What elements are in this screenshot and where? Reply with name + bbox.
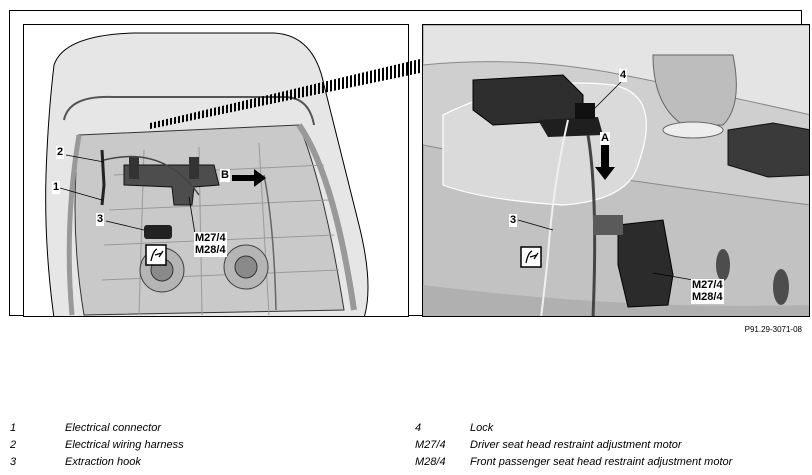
callout-m28-4-detail: M28/4: [691, 291, 724, 304]
callout-2: 2: [56, 146, 65, 159]
callout-1: 1: [52, 181, 61, 194]
legend-right: 4 Lock M27/4 Driver seat head restraint …: [415, 420, 732, 471]
legend-number: 2: [10, 439, 17, 451]
zoom-connector-band: [150, 59, 420, 129]
figure-reference-code: P91.29-3071-08: [744, 325, 802, 334]
legend-text: Extraction hook: [65, 456, 141, 468]
legend-number: 3: [10, 456, 17, 468]
legend-text: Driver seat head restraint adjustment mo…: [470, 439, 682, 451]
legend-item: M27/4 Driver seat head restraint adjustm…: [415, 437, 732, 454]
legend-item: 2 Electrical wiring harness: [10, 437, 184, 454]
seat-airbag-warning-icon: [146, 245, 166, 265]
motor-detail-illustration: 4 A 3 M27/4 M28/4: [422, 24, 810, 317]
legend-item: 1 Electrical connector: [10, 420, 184, 437]
seat-backrest-drawing: [45, 32, 369, 316]
legend-left: 1 Electrical connector 2 Electrical wiri…: [10, 420, 184, 471]
callout-m27-4-detail: M27/4: [691, 279, 724, 292]
callout-4: 4: [619, 69, 628, 82]
seat-airbag-warning-icon: [521, 247, 541, 267]
callout-3-detail: 3: [509, 214, 518, 227]
legend-text: Electrical connector: [65, 422, 161, 434]
callout-m27-4: M27/4: [194, 232, 227, 245]
seat-backrest-illustration: 2 1 3 B M27/4 M28/4: [23, 24, 409, 317]
motor-detail-drawing: [423, 25, 809, 316]
callout-m28-4: M28/4: [194, 244, 227, 257]
legend-text: Front passenger seat head restraint adju…: [470, 456, 733, 468]
legend-item: M28/4 Front passenger seat head restrain…: [415, 454, 732, 471]
legend-number: 1: [10, 422, 17, 434]
legend-item: 4 Lock: [415, 420, 732, 437]
legend-text: Electrical wiring harness: [65, 439, 184, 451]
figure-frame: 2 1 3 B M27/4 M28/4: [9, 10, 810, 317]
callout-3: 3: [96, 213, 105, 226]
callout-b: B: [220, 169, 230, 182]
legend-number: M28/4: [415, 456, 446, 468]
legend-number: M27/4: [415, 439, 446, 451]
legend-text: Lock: [470, 422, 494, 434]
callout-a: A: [600, 132, 610, 145]
legend-item: 3 Extraction hook: [10, 454, 184, 471]
legend-number: 4: [415, 422, 422, 434]
